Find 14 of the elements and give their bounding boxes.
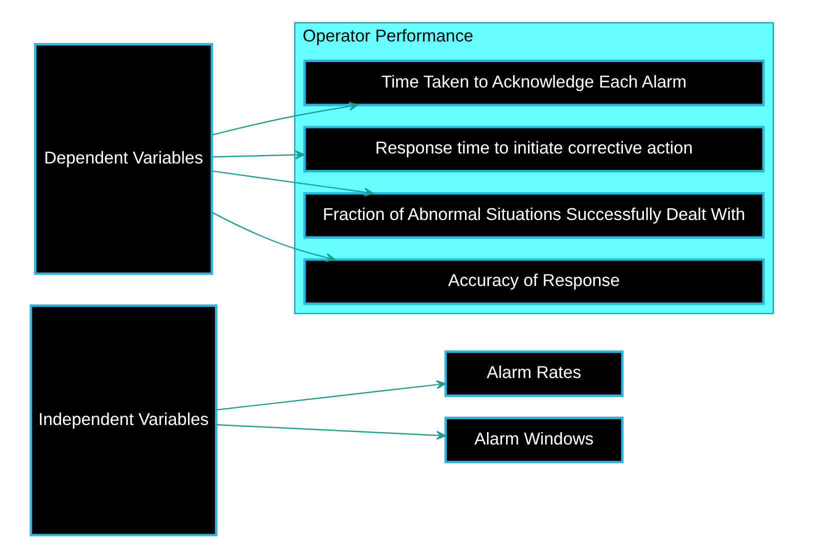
node-box: Independent Variables bbox=[29, 304, 217, 536]
node-box: Accuracy of Response bbox=[302, 258, 764, 305]
arrow bbox=[212, 150, 304, 160]
arrow bbox=[211, 212, 335, 262]
node-box: Fraction of Abnormal Situations Successfully Dealt With bbox=[302, 192, 764, 239]
arrow bbox=[216, 424, 446, 440]
arrow bbox=[212, 170, 374, 197]
node-box: Response time to initiate corrective action bbox=[302, 126, 764, 172]
node-box: Alarm Rates bbox=[444, 350, 624, 398]
node-box: Time Taken to Acknowledge Each Alarm bbox=[302, 60, 764, 106]
node-box: Alarm Windows bbox=[444, 416, 624, 464]
arrow bbox=[211, 102, 358, 136]
arrow bbox=[216, 380, 446, 410]
node-box: Dependent Variables bbox=[33, 43, 213, 275]
